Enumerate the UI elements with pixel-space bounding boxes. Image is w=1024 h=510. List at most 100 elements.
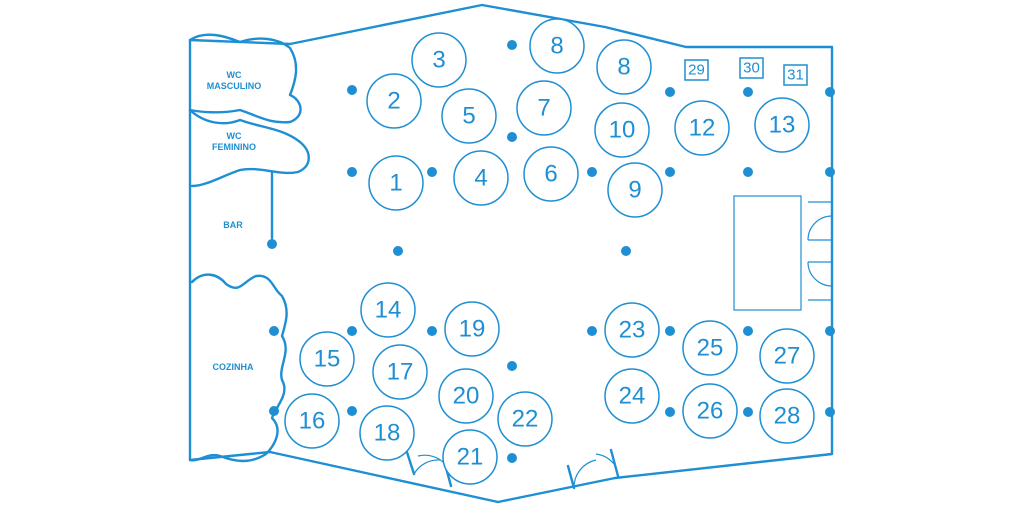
column bbox=[269, 406, 279, 416]
svg-text:8: 8 bbox=[617, 54, 630, 81]
table-21[interactable]: 21 bbox=[442, 429, 498, 485]
bottom-door-right bbox=[566, 448, 620, 490]
table-9[interactable]: 9 bbox=[607, 162, 663, 218]
table-13[interactable]: 13 bbox=[754, 97, 810, 153]
svg-text:17: 17 bbox=[387, 359, 414, 386]
svg-text:3: 3 bbox=[432, 47, 445, 74]
table-3[interactable]: 3 bbox=[411, 32, 467, 88]
svg-text:25: 25 bbox=[697, 335, 724, 362]
table-2[interactable]: 2 bbox=[366, 73, 422, 129]
svg-text:26: 26 bbox=[697, 398, 724, 425]
column bbox=[587, 167, 597, 177]
wc-masculino-wall bbox=[188, 33, 302, 124]
column bbox=[621, 246, 631, 256]
column bbox=[665, 167, 675, 177]
wc-feminino-wall bbox=[188, 108, 310, 188]
column bbox=[743, 407, 753, 417]
table-17[interactable]: 17 bbox=[372, 344, 428, 400]
svg-text:6: 6 bbox=[544, 161, 557, 188]
table-18[interactable]: 18 bbox=[359, 405, 415, 461]
stage-area bbox=[733, 195, 802, 311]
svg-text:30: 30 bbox=[743, 60, 760, 77]
column bbox=[743, 167, 753, 177]
svg-text:29: 29 bbox=[688, 62, 705, 79]
cozinha-label: COZINHA bbox=[213, 362, 254, 372]
table-25[interactable]: 25 bbox=[682, 320, 738, 376]
svg-text:5: 5 bbox=[462, 103, 475, 130]
svg-text:27: 27 bbox=[774, 343, 801, 370]
table-24[interactable]: 24 bbox=[604, 368, 660, 424]
svg-text:23: 23 bbox=[619, 317, 646, 344]
table-26[interactable]: 26 bbox=[682, 383, 738, 439]
column bbox=[347, 167, 357, 177]
column bbox=[665, 326, 675, 336]
svg-text:14: 14 bbox=[375, 297, 402, 324]
svg-text:2: 2 bbox=[387, 88, 400, 115]
svg-text:24: 24 bbox=[619, 383, 646, 410]
table-20[interactable]: 20 bbox=[438, 368, 494, 424]
column bbox=[269, 326, 279, 336]
table-1[interactable]: 1 bbox=[368, 155, 424, 211]
wc-masculino-label-2: MASCULINO bbox=[207, 81, 262, 91]
svg-text:22: 22 bbox=[512, 406, 539, 433]
svg-text:21: 21 bbox=[457, 444, 484, 471]
svg-text:4: 4 bbox=[474, 165, 487, 192]
svg-text:20: 20 bbox=[453, 383, 480, 410]
column bbox=[665, 407, 675, 417]
column bbox=[507, 40, 517, 50]
outer-wall bbox=[188, 3, 834, 504]
svg-text:9: 9 bbox=[628, 177, 641, 204]
svg-text:28: 28 bbox=[774, 403, 801, 430]
column bbox=[587, 326, 597, 336]
svg-text:10: 10 bbox=[609, 117, 636, 144]
svg-text:1: 1 bbox=[389, 170, 402, 197]
column bbox=[825, 407, 835, 417]
table-4[interactable]: 4 bbox=[453, 150, 509, 206]
cozinha-wall bbox=[188, 273, 288, 463]
column bbox=[825, 326, 835, 336]
bar-counter-end bbox=[267, 239, 277, 249]
svg-text:13: 13 bbox=[769, 112, 796, 139]
column bbox=[665, 87, 675, 97]
table-14[interactable]: 14 bbox=[360, 282, 416, 338]
svg-text:18: 18 bbox=[374, 420, 401, 447]
table-15[interactable]: 15 bbox=[299, 331, 355, 387]
column bbox=[825, 167, 835, 177]
svg-text:19: 19 bbox=[459, 316, 486, 343]
bar-label: BAR bbox=[223, 220, 243, 230]
table-8[interactable]: 8 bbox=[529, 18, 585, 74]
table-7[interactable]: 7 bbox=[516, 80, 572, 136]
svg-text:8: 8 bbox=[550, 33, 563, 60]
table-8b[interactable]: 8 bbox=[596, 39, 652, 95]
table-28[interactable]: 28 bbox=[759, 388, 815, 444]
table-6[interactable]: 6 bbox=[523, 146, 579, 202]
table-23[interactable]: 23 bbox=[604, 302, 660, 358]
column bbox=[427, 326, 437, 336]
column bbox=[393, 246, 403, 256]
column bbox=[507, 132, 517, 142]
table-27[interactable]: 27 bbox=[759, 328, 815, 384]
column bbox=[507, 453, 517, 463]
side-doors bbox=[807, 201, 833, 301]
column bbox=[347, 85, 357, 95]
table-10[interactable]: 10 bbox=[594, 102, 650, 158]
table-29[interactable]: 29 bbox=[684, 59, 709, 81]
svg-text:15: 15 bbox=[314, 346, 341, 373]
column bbox=[347, 326, 357, 336]
table-12[interactable]: 12 bbox=[674, 100, 730, 156]
table-22[interactable]: 22 bbox=[497, 391, 553, 447]
table-30[interactable]: 30 bbox=[739, 57, 764, 79]
column bbox=[743, 87, 753, 97]
table-19[interactable]: 19 bbox=[444, 301, 500, 357]
column bbox=[825, 87, 835, 97]
svg-text:31: 31 bbox=[787, 67, 804, 84]
table-5[interactable]: 5 bbox=[441, 88, 497, 144]
column bbox=[507, 361, 517, 371]
wc-feminino-label: WC bbox=[227, 131, 242, 141]
svg-text:7: 7 bbox=[537, 95, 550, 122]
table-31[interactable]: 31 bbox=[783, 64, 808, 86]
table-16[interactable]: 16 bbox=[284, 393, 340, 449]
columns bbox=[269, 40, 835, 463]
column bbox=[347, 406, 357, 416]
